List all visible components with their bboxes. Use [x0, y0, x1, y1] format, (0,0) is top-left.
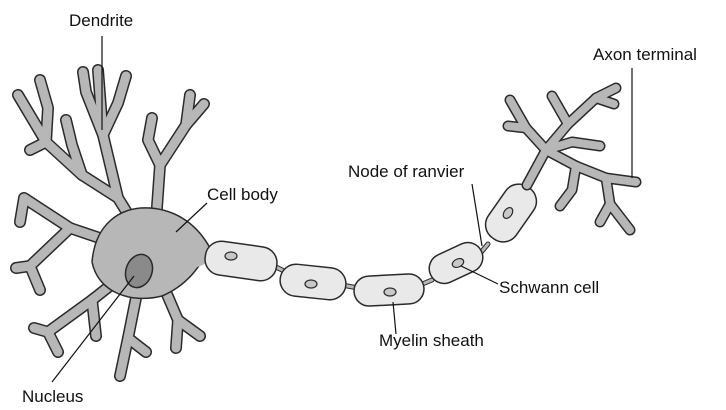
label-myelin-sheath: Myelin sheath	[379, 332, 484, 349]
label-schwann-cell: Schwann cell	[499, 279, 599, 296]
leader-myelin-sheath	[393, 302, 396, 334]
label-cell-body: Cell body	[207, 186, 278, 203]
label-axon-terminal: Axon terminal	[593, 46, 697, 63]
label-nucleus: Nucleus	[22, 388, 83, 405]
schwann-cell	[203, 239, 279, 283]
label-dendrite: Dendrite	[69, 12, 133, 29]
label-node-of-ranvier: Node of ranvier	[348, 163, 464, 180]
leader-node-of-ranvier	[472, 184, 482, 246]
